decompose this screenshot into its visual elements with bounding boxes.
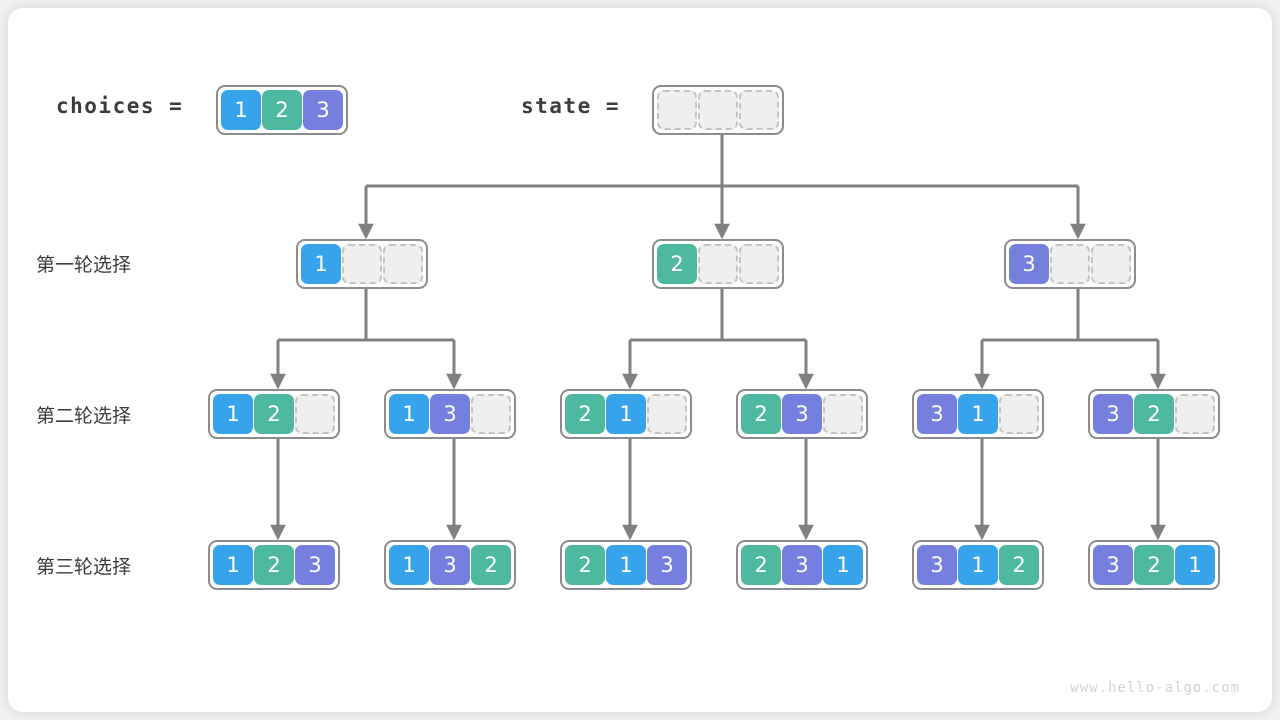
array-cell-filled: 3 (782, 545, 822, 585)
array-cell-empty (295, 394, 335, 434)
array-cell-empty (999, 394, 1039, 434)
array-cell-filled: 1 (389, 545, 429, 585)
array-cell-filled: 3 (1093, 394, 1133, 434)
choices-label: choices = (56, 94, 184, 118)
array-cell-filled: 2 (565, 394, 605, 434)
array-cell-filled: 3 (1009, 244, 1049, 284)
array-cell-filled: 3 (647, 545, 687, 585)
array-cell-empty (823, 394, 863, 434)
array-cell-filled: 2 (471, 545, 511, 585)
array-cell-filled: 2 (262, 90, 302, 130)
array-cell-empty (471, 394, 511, 434)
round1-node-3: 3 (1004, 239, 1136, 289)
array-cell-empty (383, 244, 423, 284)
array-cell-empty (1050, 244, 1090, 284)
row-label-round3: 第三轮选择 (36, 556, 132, 578)
array-cell-filled: 2 (1134, 394, 1174, 434)
array-cell-filled: 1 (301, 244, 341, 284)
array-cell-filled: 2 (741, 394, 781, 434)
array-cell-empty (1175, 394, 1215, 434)
state-label: state = (521, 94, 621, 118)
array-cell-filled: 3 (917, 394, 957, 434)
array-cell-filled: 1 (606, 545, 646, 585)
array-cell-filled: 2 (1134, 545, 1174, 585)
array-cell-filled: 1 (1175, 545, 1215, 585)
array-cell-filled: 3 (1093, 545, 1133, 585)
array-cell-empty (698, 244, 738, 284)
array-cell-filled: 2 (999, 545, 1039, 585)
array-cell-filled: 1 (823, 545, 863, 585)
diagram-card (8, 8, 1272, 712)
array-cell-empty (698, 90, 738, 130)
array-cell-empty (657, 90, 697, 130)
array-cell-filled: 1 (606, 394, 646, 434)
array-cell-empty (647, 394, 687, 434)
round1-node-1: 1 (296, 239, 428, 289)
array-cell-filled: 3 (295, 545, 335, 585)
array-cell-filled: 3 (303, 90, 343, 130)
array-cell-filled: 1 (389, 394, 429, 434)
array-cell-filled: 1 (213, 545, 253, 585)
row-label-round2: 第二轮选择 (36, 405, 132, 427)
array-cell-empty (739, 244, 779, 284)
array-cell-filled: 2 (254, 545, 294, 585)
array-cell-filled: 3 (782, 394, 822, 434)
array-cell-filled: 1 (221, 90, 261, 130)
watermark: www.hello-algo.com (1070, 680, 1240, 696)
array-cell-filled: 3 (430, 545, 470, 585)
array-cell-filled: 2 (254, 394, 294, 434)
array-cell-filled: 2 (657, 244, 697, 284)
row-label-round1: 第一轮选择 (36, 254, 132, 276)
array-cell-filled: 3 (917, 545, 957, 585)
array-cell-filled: 1 (958, 394, 998, 434)
round1-node-2: 2 (652, 239, 784, 289)
array-cell-filled: 3 (430, 394, 470, 434)
array-cell-empty (739, 90, 779, 130)
array-cell-filled: 2 (741, 545, 781, 585)
array-cell-filled: 1 (213, 394, 253, 434)
array-cell-empty (1091, 244, 1131, 284)
array-cell-filled: 2 (565, 545, 605, 585)
array-cell-filled: 1 (958, 545, 998, 585)
array-cell-empty (342, 244, 382, 284)
state-array (652, 85, 784, 135)
